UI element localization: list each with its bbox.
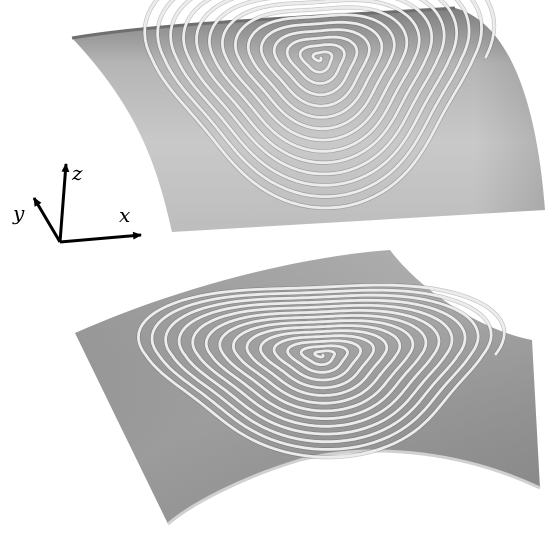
top-sheet-side-shade [72,8,545,232]
z-axis-arrow [58,163,70,243]
bottom-spiral-pattern [136,283,507,460]
bottom-curved-sheet [75,250,541,526]
coordinate-axes: x z y [12,161,142,244]
top-spiral-line [143,0,496,210]
z-axis-label: z [71,161,83,185]
top-sheet-ridge [71,6,456,40]
top-spiral-pattern [142,0,497,211]
y-axis-label: y [12,201,25,225]
y-axis-arrow [32,197,62,243]
x-axis-arrow [59,231,142,244]
bottom-sheet-shade [75,250,540,524]
top-curved-sheet [71,0,545,232]
bottom-spiral-line [136,283,506,459]
x-axis-label: x [119,203,130,227]
bottom-sheet-edge [167,449,541,526]
